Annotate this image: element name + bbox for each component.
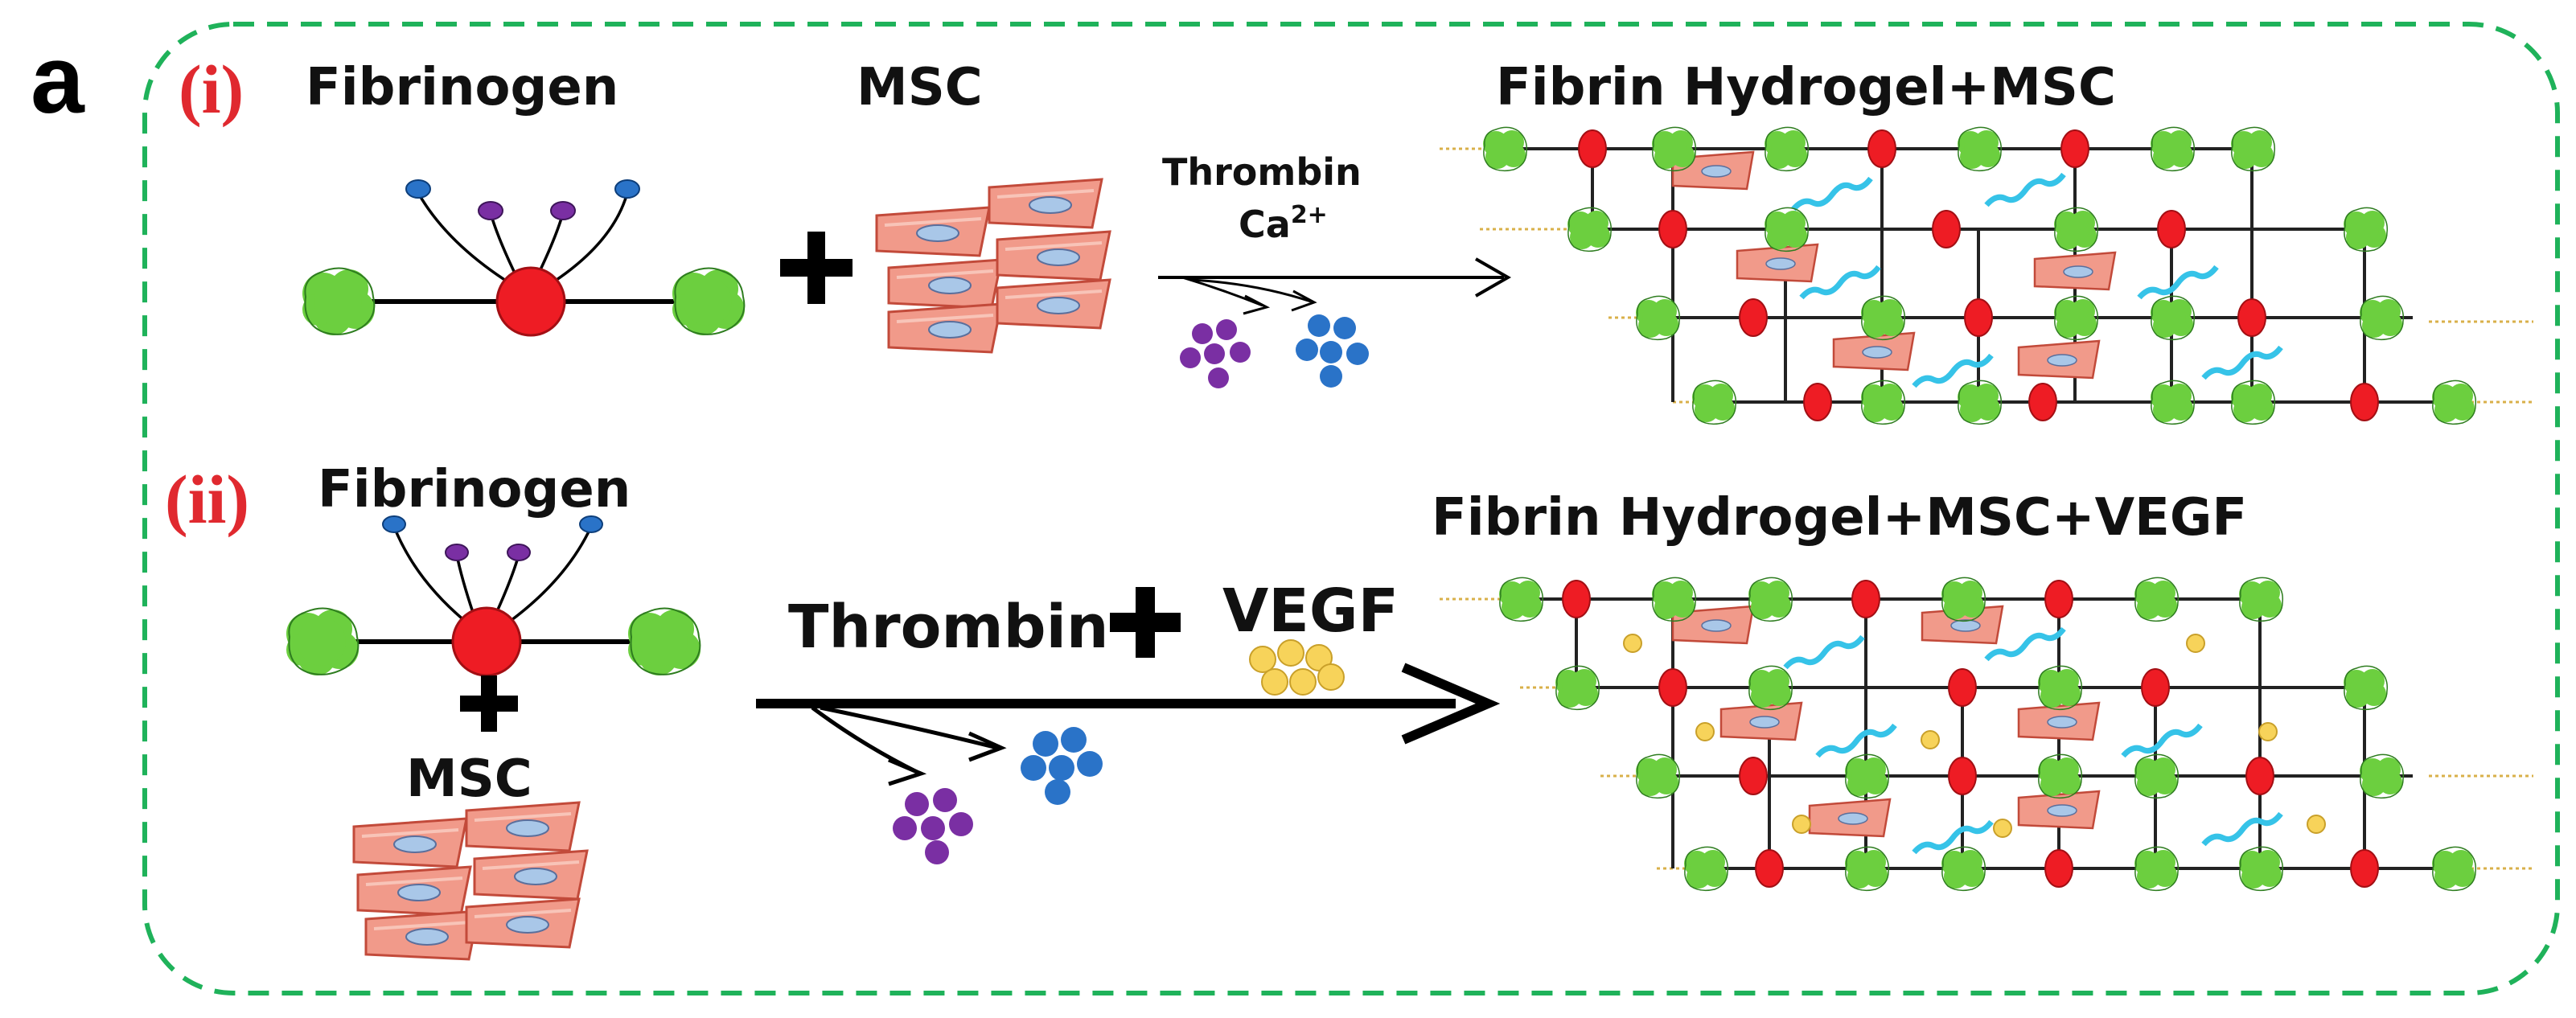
row-i-fibrin-network [1440, 126, 2533, 425]
row-i-plus-sign [780, 232, 853, 304]
row-i-reagent-calcium: Ca2+ [1239, 201, 1328, 246]
row-i-msc-cluster [875, 178, 1111, 354]
row-ii-fibrinopeptide-a-cluster [893, 788, 973, 864]
dashed-border [142, 22, 2560, 995]
row-ii-fibrinogen-molecule [286, 515, 701, 677]
row-ii-roman: (ii) [165, 461, 249, 538]
row-i-reagent-thrombin: Thrombin [1162, 150, 1362, 194]
row-ii-fibrinopeptide-b-cluster [1021, 727, 1103, 805]
row-i-cell-label: MSC [857, 58, 983, 117]
row-ii-msc-cluster [352, 801, 589, 961]
row-ii-cell-label: MSC [406, 749, 532, 809]
row-i-product-label: Fibrin Hydrogel+MSC [1496, 58, 2116, 117]
row-ii-plus-sign-reagent [1110, 587, 1181, 658]
row-ii-plus-sign-vertical [460, 675, 518, 732]
row-ii-fibrin-network [1440, 577, 2533, 892]
row-i-reactant-label: Fibrinogen [306, 58, 618, 117]
row-i-calcium-superscript: 2+ [1291, 201, 1328, 229]
row-ii-vegf-cluster [1249, 639, 1345, 696]
panel-label: a [31, 26, 85, 133]
row-i-fibrinopeptide-b-cluster [1296, 314, 1369, 388]
row-i-reaction-arrow [1158, 257, 1512, 315]
row-ii-reaction-arrow [756, 663, 1501, 786]
row-ii-reactant-label: Fibrinogen [318, 460, 631, 519]
row-ii-product-label: Fibrin Hydrogel+MSC+VEGF [1432, 488, 2247, 548]
row-i-fibrinopeptide-a-cluster [1180, 319, 1251, 388]
row-ii-reagent-thrombin: Thrombin [788, 593, 1109, 662]
row-i-fibrinogen-molecule [302, 179, 746, 337]
row-i-roman: (i) [179, 51, 244, 128]
row-ii-reagent-vegf: VEGF [1222, 577, 1399, 646]
